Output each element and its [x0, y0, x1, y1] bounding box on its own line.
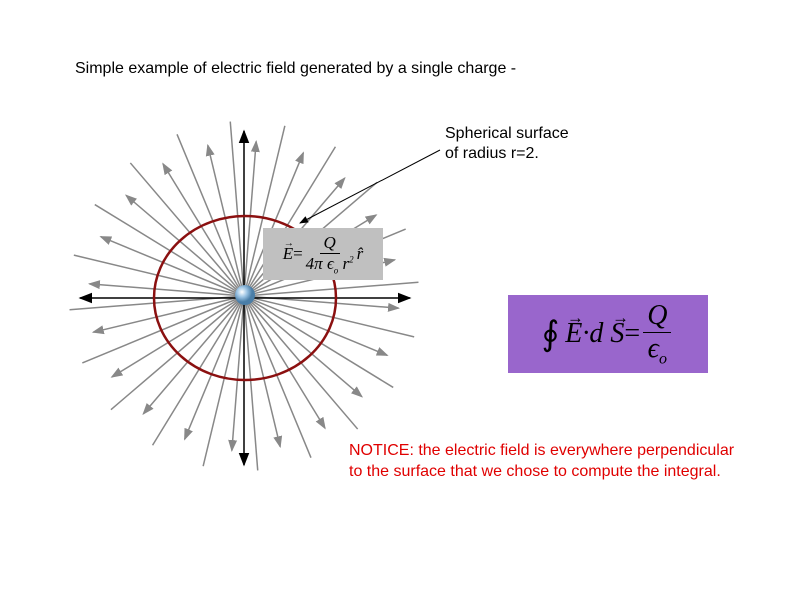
- field-ray: [243, 295, 389, 357]
- field-ray: [162, 162, 245, 297]
- field-ray: [243, 139, 260, 297]
- field-ray: [243, 295, 312, 458]
- field-ray: [99, 235, 245, 297]
- field-ray: [91, 295, 245, 335]
- field-ray: [243, 295, 326, 430]
- gauss-law-equation: ∮ E·d S= Qϵo: [508, 295, 708, 373]
- field-rays: [69, 121, 419, 471]
- field-ray: [243, 125, 286, 297]
- field-ray: [243, 146, 337, 297]
- field-ray: [73, 254, 245, 297]
- field-ray: [129, 162, 245, 297]
- field-ray: [243, 295, 259, 471]
- field-ray: [228, 295, 245, 453]
- field-ray: [243, 281, 419, 297]
- spherical-surface: [152, 214, 338, 382]
- field-ray: [243, 151, 305, 297]
- field-ray: [82, 295, 245, 364]
- point-charge: [235, 285, 255, 305]
- field-ray: [142, 295, 245, 416]
- notice-text: NOTICE: the electric field is everywhere…: [349, 442, 735, 480]
- slide-title: Simple example of electric field generat…: [75, 60, 517, 77]
- field-ray: [124, 194, 245, 297]
- field-equation: E= Q4π ϵo r2 r̂: [263, 228, 383, 280]
- field-ray: [151, 295, 245, 446]
- field-ray: [205, 143, 245, 297]
- field-ray: [243, 295, 415, 338]
- field-ray: [176, 134, 245, 297]
- field-ray: [87, 280, 245, 297]
- field-ray: [243, 295, 364, 398]
- field-ray: [229, 121, 245, 297]
- field-ray: [202, 295, 245, 467]
- callout-arrow: [299, 149, 441, 224]
- field-ray: [243, 295, 394, 389]
- field-ray: [243, 295, 283, 449]
- field-ray: [110, 295, 245, 378]
- field-ray: [183, 295, 245, 441]
